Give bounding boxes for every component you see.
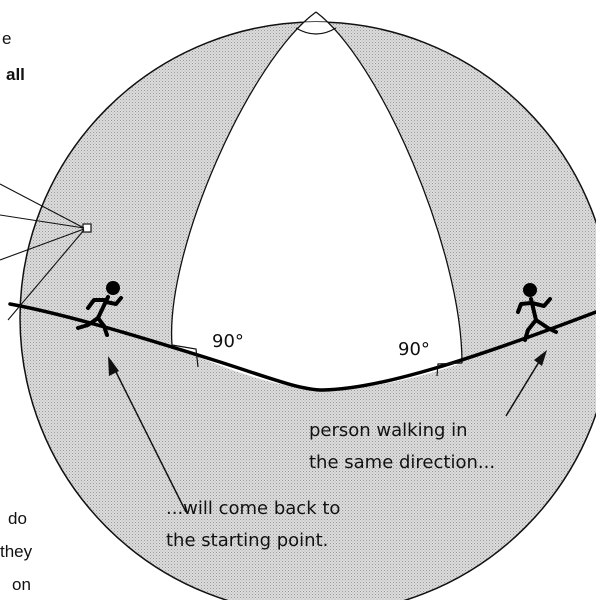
edge-text-top-2: all <box>6 65 25 84</box>
edge-text-bottom-2: they <box>0 542 33 561</box>
sight-lines <box>0 183 85 321</box>
edge-text-top-1: e <box>2 29 11 48</box>
meridian-right <box>315 11 463 364</box>
callout-left-line2: the starting point. <box>166 530 328 551</box>
walking-person-left-icon <box>76 281 123 337</box>
arrow-to-right-walker <box>505 350 547 417</box>
apex-angle-arc <box>295 27 337 35</box>
right-angle-marker-left <box>171 344 199 368</box>
callout-right-line2: the same direction... <box>309 452 495 473</box>
viewpoint-box-icon <box>82 223 92 233</box>
edge-text-bottom-3: on <box>12 575 31 594</box>
walking-person-right-icon <box>516 283 558 342</box>
angle-label-right: 90° <box>398 339 430 360</box>
arrow-to-left-walker <box>108 356 187 513</box>
callout-left-line1: ...will come back to <box>166 498 340 519</box>
edge-text-bottom-1: do <box>8 509 27 528</box>
callout-right-line1: person walking in <box>309 420 468 441</box>
lune-region <box>171 22 462 390</box>
right-angle-marker-right <box>436 362 463 377</box>
angle-label-left: 90° <box>212 331 244 352</box>
meridian-left <box>170 11 317 346</box>
